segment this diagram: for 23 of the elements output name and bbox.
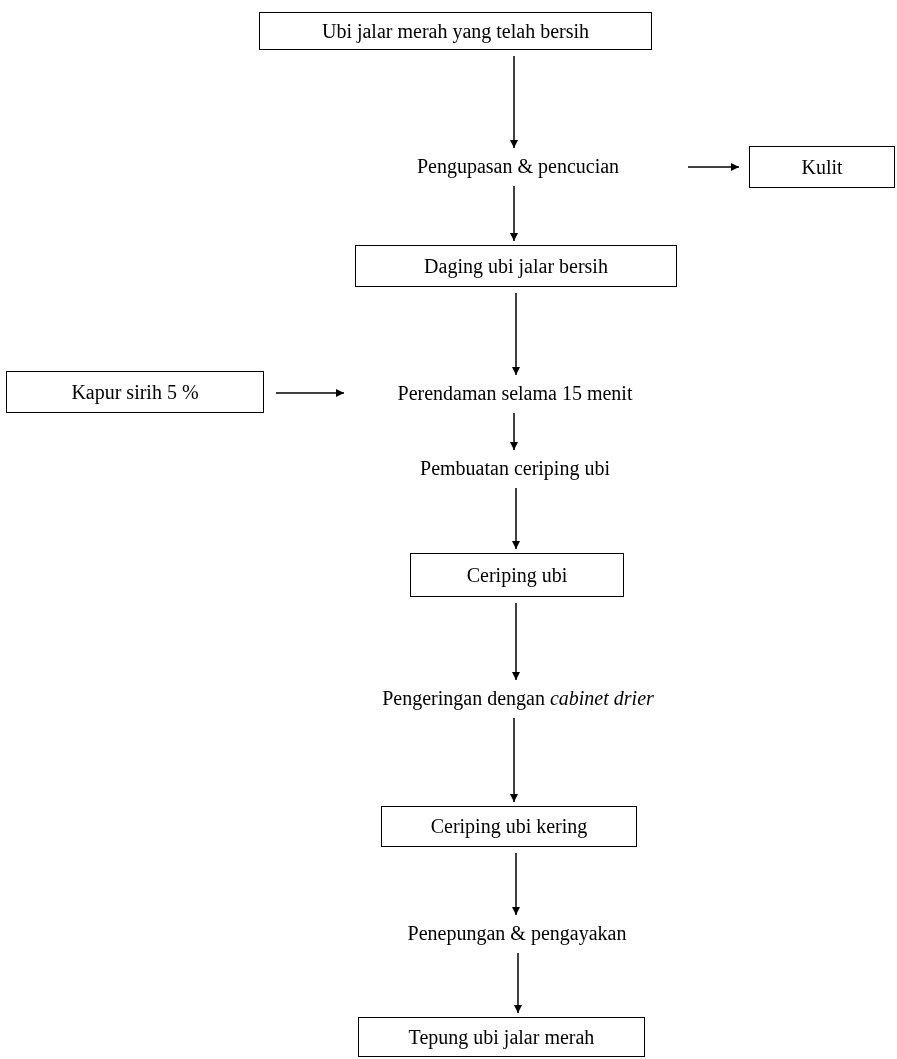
process-box: Tepung ubi jalar merah xyxy=(358,1017,645,1057)
step-text: Pengeringan dengan cabinet drier xyxy=(318,684,718,712)
step-text: Pengupasan & pencucian xyxy=(360,152,676,180)
arrow xyxy=(510,55,518,149)
arrow xyxy=(512,487,520,550)
process-box: Kapur sirih 5 % xyxy=(6,371,264,413)
process-box: Daging ubi jalar bersih xyxy=(355,245,677,287)
arrow xyxy=(512,852,520,916)
arrow xyxy=(275,389,345,397)
arrow xyxy=(512,292,520,376)
step-text: Penepungan & pengayakan xyxy=(367,919,667,947)
arrow xyxy=(510,717,518,803)
arrow xyxy=(512,602,520,681)
arrow xyxy=(510,412,518,451)
process-box: Ceriping ubi xyxy=(410,553,624,597)
process-box: Ceriping ubi kering xyxy=(381,806,637,847)
arrow xyxy=(510,185,518,242)
process-box: Kulit xyxy=(749,146,895,188)
arrow xyxy=(514,952,522,1014)
step-text: Pembuatan ceriping ubi xyxy=(384,454,646,482)
arrow xyxy=(687,163,740,171)
step-text: Perendaman selama 15 menit xyxy=(354,379,676,407)
process-box: Ubi jalar merah yang telah bersih xyxy=(259,12,652,50)
